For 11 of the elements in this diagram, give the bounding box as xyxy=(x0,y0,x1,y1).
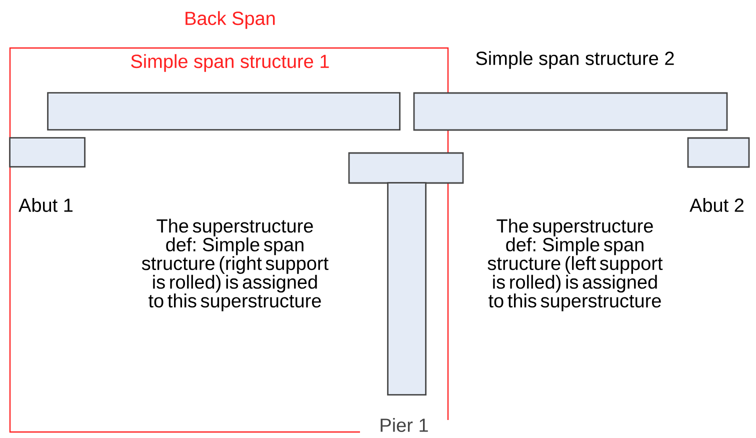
beam-box xyxy=(9,137,86,168)
beam-box xyxy=(687,137,750,168)
part-label: Pier 1 xyxy=(380,418,428,432)
beam-box xyxy=(47,92,400,130)
part-label: Abut 2 xyxy=(690,198,744,212)
description-text: The superstructure def: Simple span structure (left support is rolled) is assigned to this superstructure xyxy=(488,218,663,312)
part-label: Abut 1 xyxy=(18,198,73,212)
beam-box xyxy=(413,92,728,131)
span-label: Simple span structure 2 xyxy=(476,51,674,69)
beam-box xyxy=(348,152,464,184)
description-text: The superstructure def: Simple span structure (right support is rolled) is assigned to this superstructure xyxy=(142,218,328,312)
